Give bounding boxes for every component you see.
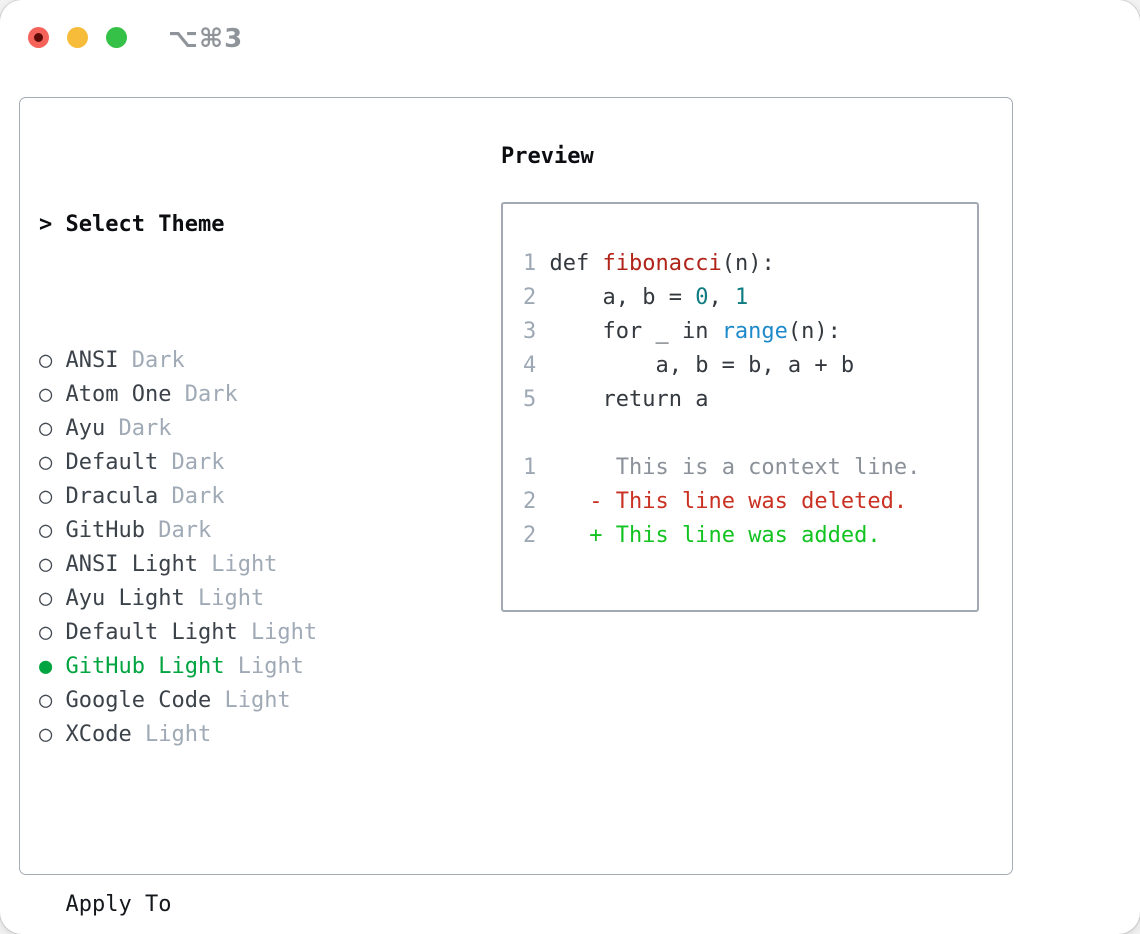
code-line: 2 a, b = 0, 1: [523, 285, 749, 310]
radio-unselected-icon: ○: [39, 416, 53, 441]
theme-option-ayu[interactable]: ○ Ayu Dark: [39, 412, 439, 446]
theme-option-label: GitHub: [65, 518, 145, 543]
radio-unselected-icon: ○: [39, 518, 53, 543]
theme-option-label: ANSI: [65, 348, 119, 373]
theme-option-ansi-light[interactable]: ○ ANSI Light Light: [39, 548, 439, 582]
theme-option-github[interactable]: ○ GitHub Dark: [39, 514, 439, 548]
theme-picker-title: Select Theme: [65, 212, 225, 237]
theme-variant-label: Light: [237, 654, 304, 679]
theme-variant-label: Dark: [171, 484, 225, 509]
theme-option-xcode[interactable]: ○ XCode Light: [39, 718, 439, 752]
code-line: 2 - This line was deleted.: [523, 489, 908, 514]
theme-option-label: Atom One: [65, 382, 172, 407]
theme-option-atom-one[interactable]: ○ Atom One Dark: [39, 378, 439, 412]
minimize-button[interactable]: [67, 27, 88, 48]
theme-option-github-light[interactable]: ● GitHub Light Light: [39, 650, 439, 684]
radio-unselected-icon: ○: [39, 484, 53, 509]
theme-variant-label: Dark: [171, 450, 225, 475]
code-line: 3 for _ in range(n):: [523, 319, 841, 344]
theme-picker-column: > Select Theme ○ ANSI Dark○ Atom One Dar…: [39, 140, 439, 934]
window-shortcut-label: ⌥⌘3: [168, 24, 244, 54]
code-line: 1 This is a context line.: [523, 455, 921, 480]
radio-selected-icon: ●: [39, 654, 53, 679]
theme-variant-label: Light: [224, 688, 291, 713]
preview-title: Preview: [501, 144, 594, 169]
theme-option-google-code[interactable]: ○ Google Code Light: [39, 684, 439, 718]
theme-variant-label: Light: [197, 586, 265, 611]
theme-option-label: Ayu Light: [65, 586, 185, 611]
radio-unselected-icon: ○: [39, 552, 53, 577]
theme-option-label: Ayu: [65, 416, 106, 441]
theme-variant-label: Light: [211, 552, 278, 577]
theme-option-ansi[interactable]: ○ ANSI Dark: [39, 344, 439, 378]
theme-option-label: Google Code: [65, 688, 212, 713]
theme-option-label: GitHub Light: [65, 654, 225, 679]
radio-unselected-icon: ○: [39, 382, 53, 407]
theme-option-dracula[interactable]: ○ Dracula Dark: [39, 480, 439, 514]
radio-unselected-icon: ○: [39, 450, 53, 475]
settings-panel: > Select Theme ○ ANSI Dark○ Atom One Dar…: [19, 97, 1013, 917]
code-line: [523, 417, 957, 451]
radio-unselected-icon: ○: [39, 348, 53, 373]
theme-option-default-light[interactable]: ○ Default Light Light: [39, 616, 439, 650]
theme-variant-label: Dark: [158, 518, 212, 543]
titlebar: ⌥⌘3: [0, 0, 1140, 70]
theme-option-ayu-light[interactable]: ○ Ayu Light Light: [39, 582, 439, 616]
radio-unselected-icon: ○: [39, 620, 53, 645]
theme-option-label: XCode: [65, 722, 132, 747]
radio-unselected-icon: ○: [39, 688, 53, 713]
theme-option-label: Dracula: [65, 484, 159, 509]
code-line: 5 return a: [523, 387, 709, 412]
prompt-icon: >: [39, 212, 53, 237]
code-line: 4 a, b = b, a + b: [523, 353, 855, 378]
theme-option-label: Default: [65, 450, 159, 475]
code-line: 1 def fibonacci(n):: [523, 251, 775, 276]
theme-variant-label: Light: [144, 722, 212, 747]
theme-option-label: Default Light: [65, 620, 238, 645]
radio-unselected-icon: ○: [39, 586, 53, 611]
apply-to-title: Apply To: [65, 892, 172, 917]
preview-box: 1 def fibonacci(n): 2 a, b = 0, 1 3 for _ …: [501, 202, 979, 612]
theme-variant-label: Dark: [118, 416, 172, 441]
theme-list: ○ ANSI Dark○ Atom One Dark○ Ayu Dark○ De…: [39, 344, 439, 752]
radio-unselected-icon: ○: [39, 722, 53, 747]
theme-variant-label: Light: [250, 620, 318, 645]
close-button[interactable]: [28, 27, 49, 48]
select-theme-header: > Select Theme: [39, 208, 439, 242]
preview-column: Preview 1 def fibonacci(n): 2 a, b = 0, 1…: [501, 140, 979, 612]
theme-variant-label: Dark: [131, 348, 185, 373]
theme-variant-label: Dark: [184, 382, 238, 407]
zoom-button[interactable]: [106, 27, 127, 48]
code-line: 2 + This line was added.: [523, 523, 881, 548]
theme-option-default[interactable]: ○ Default Dark: [39, 446, 439, 480]
theme-option-label: ANSI Light: [65, 552, 198, 577]
